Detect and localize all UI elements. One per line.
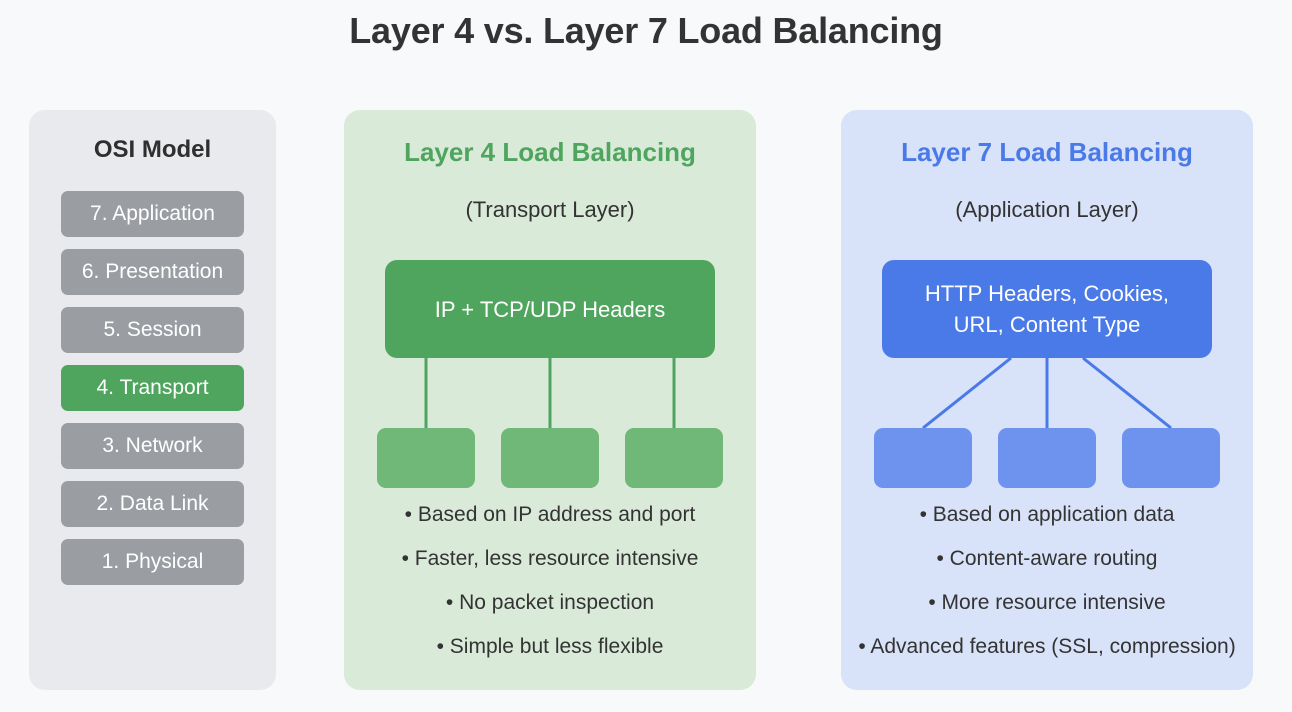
layer7-connectors xyxy=(922,358,1172,428)
osi-layer-7[interactable]: 7. Application xyxy=(61,191,244,237)
layer7-inspection-box-line1: HTTP Headers, Cookies, xyxy=(924,281,1170,306)
layer7-bullet-list: • Based on application data • Content-aw… xyxy=(841,503,1253,679)
layer4-inspection-box: IP + TCP/UDP Headers xyxy=(385,260,715,358)
layer4-panel: Layer 4 Load Balancing (Transport Layer)… xyxy=(344,110,756,690)
layer4-bullet: • Faster, less resource intensive xyxy=(401,547,699,570)
osi-layer-list: 7. Application 6. Presentation 5. Sessio… xyxy=(61,191,244,597)
layer4-server-node[interactable] xyxy=(625,428,723,488)
layer7-bullet: • Advanced features (SSL, compression) xyxy=(858,635,1236,658)
layer4-inspection-box-label: IP + TCP/UDP Headers xyxy=(434,296,666,322)
layer7-bullet: • Content-aware routing xyxy=(936,547,1158,570)
osi-layer-1[interactable]: 1. Physical xyxy=(61,539,244,585)
layer4-connectors xyxy=(424,358,676,428)
layer4-server-nodes xyxy=(344,428,756,488)
osi-layer-2[interactable]: 2. Data Link xyxy=(61,481,244,527)
layer7-panel: Layer 7 Load Balancing (Application Laye… xyxy=(841,110,1253,690)
layer4-heading: Layer 4 Load Balancing xyxy=(404,137,696,167)
layer7-bullet: • Based on application data xyxy=(919,503,1175,526)
layer7-inspection-box: HTTP Headers, Cookies, URL, Content Type xyxy=(882,260,1212,358)
layer7-subheading: (Application Layer) xyxy=(955,197,1139,222)
osi-layer-5[interactable]: 5. Session xyxy=(61,307,244,353)
page-title: Layer 4 vs. Layer 7 Load Balancing xyxy=(349,10,943,51)
layer7-server-node[interactable] xyxy=(1122,428,1220,488)
osi-layer-3[interactable]: 3. Network xyxy=(61,423,244,469)
layer4-bullet: • Simple but less flexible xyxy=(436,635,664,658)
layer4-bullet-list: • Based on IP address and port • Faster,… xyxy=(344,503,756,679)
layer4-subheading: (Transport Layer) xyxy=(465,197,635,222)
layer4-server-node[interactable] xyxy=(501,428,599,488)
layer7-server-nodes xyxy=(841,428,1253,488)
layer7-bullet: • More resource intensive xyxy=(928,591,1166,614)
osi-layer-6[interactable]: 6. Presentation xyxy=(61,249,244,295)
layer7-heading: Layer 7 Load Balancing xyxy=(901,137,1193,167)
osi-model-title: OSI Model xyxy=(93,136,212,163)
layer7-server-node[interactable] xyxy=(998,428,1096,488)
layer7-inspection-box-line2: URL, Content Type xyxy=(953,312,1141,337)
osi-layer-4[interactable]: 4. Transport xyxy=(61,365,244,411)
layer7-inspection-box-label: HTTP Headers, Cookies, URL, Content Type xyxy=(925,278,1169,340)
osi-model-panel: OSI Model 7. Application 6. Presentation… xyxy=(29,110,276,690)
layer7-server-node[interactable] xyxy=(874,428,972,488)
layer4-bullet: • Based on IP address and port xyxy=(404,503,696,526)
layer4-server-node[interactable] xyxy=(377,428,475,488)
layer4-bullet: • No packet inspection xyxy=(445,591,655,614)
